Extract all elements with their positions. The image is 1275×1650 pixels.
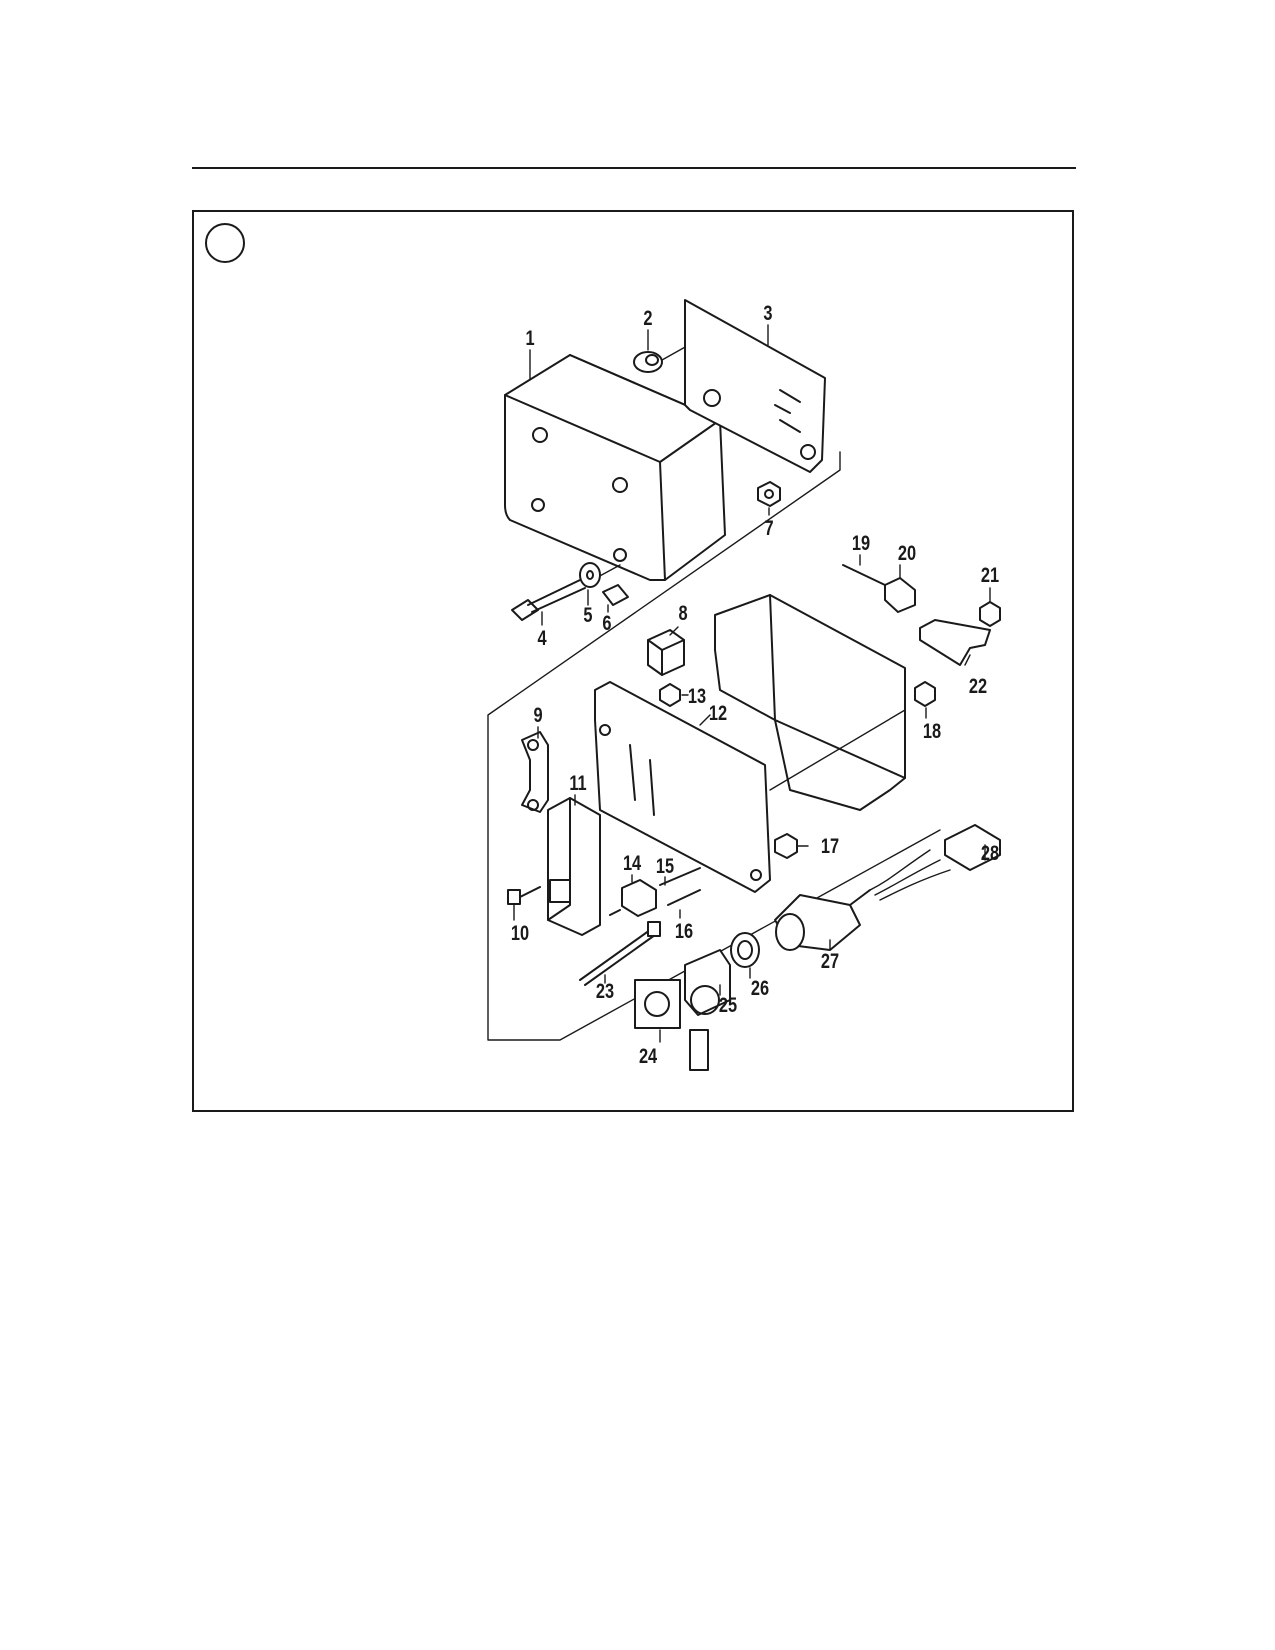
part-nut-13 <box>659 683 681 707</box>
part-screw-10 <box>507 886 541 905</box>
part-bolt-19 <box>842 564 886 586</box>
callout-16: 16 <box>675 919 693 942</box>
part-gasket <box>634 979 681 1029</box>
callout-11: 11 <box>569 771 586 794</box>
callout-1: 1 <box>525 326 534 349</box>
figure-id-circle <box>205 223 245 263</box>
part-base-plate <box>594 681 771 893</box>
part-connector-block <box>609 879 657 917</box>
callout-14: 14 <box>623 851 642 874</box>
callout-19: 19 <box>852 531 870 554</box>
callout-24: 24 <box>639 1044 658 1067</box>
callout-7: 7 <box>764 516 773 539</box>
callout-28: 28 <box>981 841 999 864</box>
part-sender-switch <box>774 889 871 951</box>
callout-2: 2 <box>643 306 652 329</box>
callout-20: 20 <box>898 541 916 564</box>
part-wiring-connector <box>869 824 1001 901</box>
part-stud-23 <box>579 921 661 986</box>
part-cover-box <box>504 354 726 581</box>
part-nut-7 <box>757 481 781 507</box>
part-bracket-9 <box>521 731 549 813</box>
figure-frame <box>192 210 1074 1112</box>
callout-4: 4 <box>538 626 548 649</box>
part-tray-housing <box>714 594 906 811</box>
part-clip <box>602 584 629 606</box>
part-key-switch <box>684 949 731 1071</box>
callout-5: 5 <box>583 603 592 626</box>
callout-25: 25 <box>719 993 737 1016</box>
part-nut-18 <box>914 681 936 707</box>
callout-15: 15 <box>656 854 674 877</box>
callout-27: 27 <box>821 949 839 972</box>
callout-26: 26 <box>751 976 769 999</box>
group-boundary-line <box>487 451 941 1041</box>
part-bracket-clamp-20 <box>884 577 916 613</box>
callout-18: 18 <box>923 719 941 742</box>
callout-9: 9 <box>533 703 542 726</box>
callout-17: 17 <box>821 834 839 857</box>
callout-10: 10 <box>511 921 529 944</box>
part-bracket-22 <box>919 619 991 666</box>
callout-22: 22 <box>969 674 987 697</box>
leader-lines <box>513 324 991 1043</box>
part-nut-17 <box>774 833 798 859</box>
callout-labels: 1 2 3 4 5 6 7 8 9 10 11 12 13 14 15 16 1… <box>511 301 999 1067</box>
top-rule <box>192 167 1076 169</box>
part-mounting-plate <box>684 299 826 473</box>
part-pin-16 <box>667 889 701 906</box>
part-nut-21 <box>979 601 1001 627</box>
callout-21: 21 <box>981 563 999 586</box>
callout-8: 8 <box>678 601 687 624</box>
part-relay <box>647 629 685 676</box>
callout-13: 13 <box>688 684 706 707</box>
callout-6: 6 <box>602 611 611 634</box>
part-washer <box>579 562 601 588</box>
callout-12: 12 <box>709 701 727 724</box>
callout-23: 23 <box>596 979 614 1002</box>
part-regulator-module <box>547 797 601 936</box>
part-nut-ring-26 <box>730 932 760 968</box>
part-pin-15 <box>659 867 701 886</box>
callout-3: 3 <box>763 301 772 324</box>
